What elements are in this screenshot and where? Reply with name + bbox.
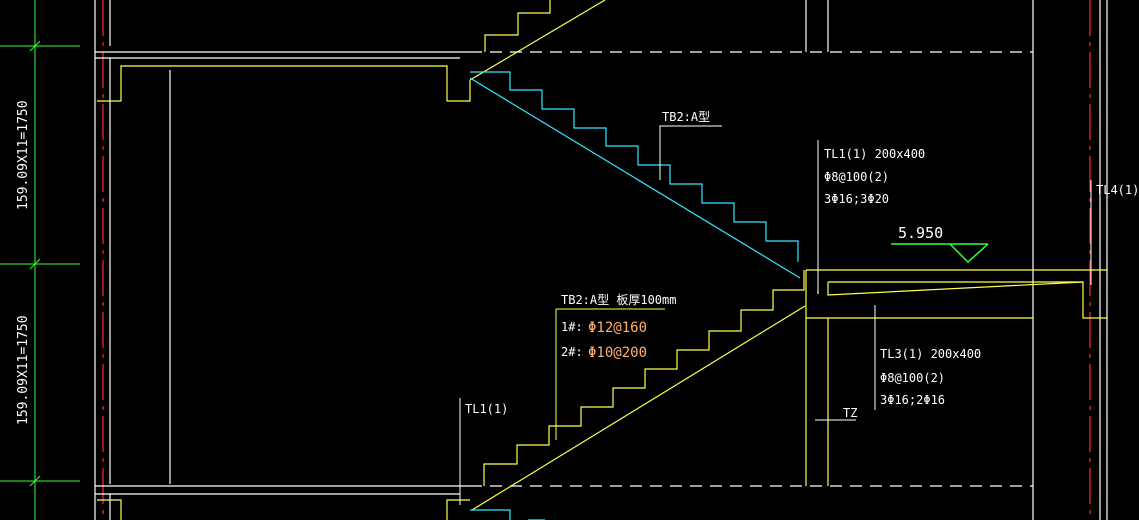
landing-outline [97, 0, 1107, 520]
tb2-lower-title: TB2:A型 板厚100mm [561, 293, 676, 307]
tl4-label: TL4(1) [1096, 183, 1139, 197]
walls [94, 0, 1108, 520]
tb2-lower-leader [555, 308, 665, 440]
elevation-marker: 5.950 [891, 224, 989, 264]
dimension-upper-text: 159.09X11=1750 [16, 100, 31, 210]
tb2-lower-annotation: TB2:A型 板厚100mm 1#: Φ12@160 2#: Φ10@200 [561, 293, 676, 361]
tl1-upper-line2: 3Φ16;3Φ20 [824, 192, 889, 206]
leader-lines [459, 125, 1092, 505]
elevation-text: 5.950 [898, 224, 943, 242]
tb2-lower-row1-value: Φ12@160 [588, 320, 647, 336]
upper-flight [469, 71, 801, 520]
tz-label: TZ [843, 406, 857, 420]
lower-flight [471, 270, 806, 511]
tl3-title: TL3(1) 200x400 [880, 347, 981, 361]
dimension-lower-text: 159.09X11=1750 [16, 315, 31, 425]
tb2-upper-label: TB2:A型 [662, 110, 710, 124]
axis-lines [102, 0, 1091, 520]
tl3-line2: 3Φ16;2Φ16 [880, 393, 945, 407]
tl1-upper-annotation: TL1(1) 200x400 Φ8@100(2) 3Φ16;3Φ20 [824, 147, 925, 206]
tl3-line1: Φ8@100(2) [880, 371, 945, 385]
tb2-lower-row2-value: Φ10@200 [588, 345, 647, 361]
tb2-lower-row2-label: 2#: [561, 345, 583, 359]
tl3-annotation: TL3(1) 200x400 Φ8@100(2) 3Φ16;2Φ16 [880, 347, 981, 407]
tl1-upper-line1: Φ8@100(2) [824, 170, 889, 184]
tl1-upper-title: TL1(1) 200x400 [824, 147, 925, 161]
dimension-chain [0, 0, 80, 520]
tl1-lower-label: TL1(1) [465, 402, 508, 416]
tb2-lower-row1-label: 1#: [561, 320, 583, 334]
